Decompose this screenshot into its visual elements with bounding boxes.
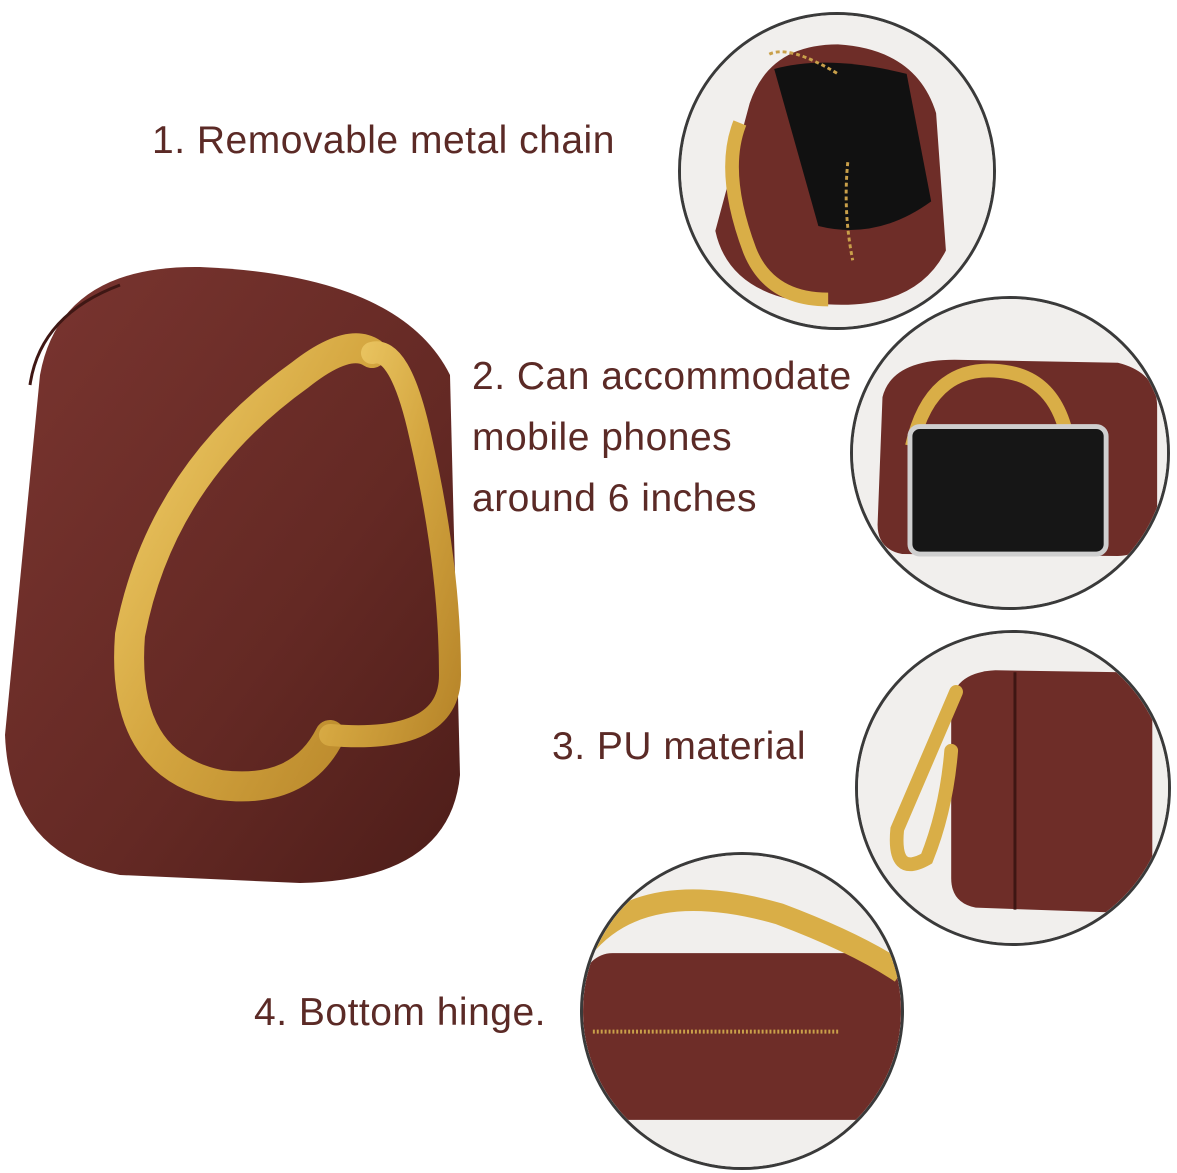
bag-side-view-image xyxy=(858,633,1168,943)
open-bag-chain-image xyxy=(681,15,993,327)
detail-circle-phone xyxy=(850,296,1170,610)
feature-phone-text: 2. Can accommodate mobile phones around … xyxy=(472,346,852,529)
feature-phone-line-2: mobile phones xyxy=(472,416,733,459)
bag-hinge-closeup-image xyxy=(583,855,901,1167)
detail-circle-chain xyxy=(678,12,996,330)
feature-phone-line-1: 2. Can accommodate xyxy=(472,355,852,398)
feature-hinge-text: 4. Bottom hinge. xyxy=(254,982,546,1043)
feature-chain-line-1: 1. Removable metal chain xyxy=(152,119,615,162)
detail-circle-material xyxy=(855,630,1171,946)
detail-circle-hinge xyxy=(580,852,904,1170)
gold-handle xyxy=(114,333,387,802)
feature-phone-line-3: around 6 inches xyxy=(472,477,758,520)
feature-hinge-line-1: 4. Bottom hinge. xyxy=(254,991,547,1034)
bag-with-phone-image xyxy=(853,299,1167,607)
feature-material-text: 3. PU material xyxy=(552,716,806,777)
main-clutch-bag-illustration xyxy=(5,266,462,883)
bag-seam xyxy=(28,283,121,386)
gold-handle-end xyxy=(319,341,462,748)
feature-material-line-1: 3. PU material xyxy=(552,725,807,768)
feature-chain-text: 1. Removable metal chain xyxy=(152,110,615,171)
